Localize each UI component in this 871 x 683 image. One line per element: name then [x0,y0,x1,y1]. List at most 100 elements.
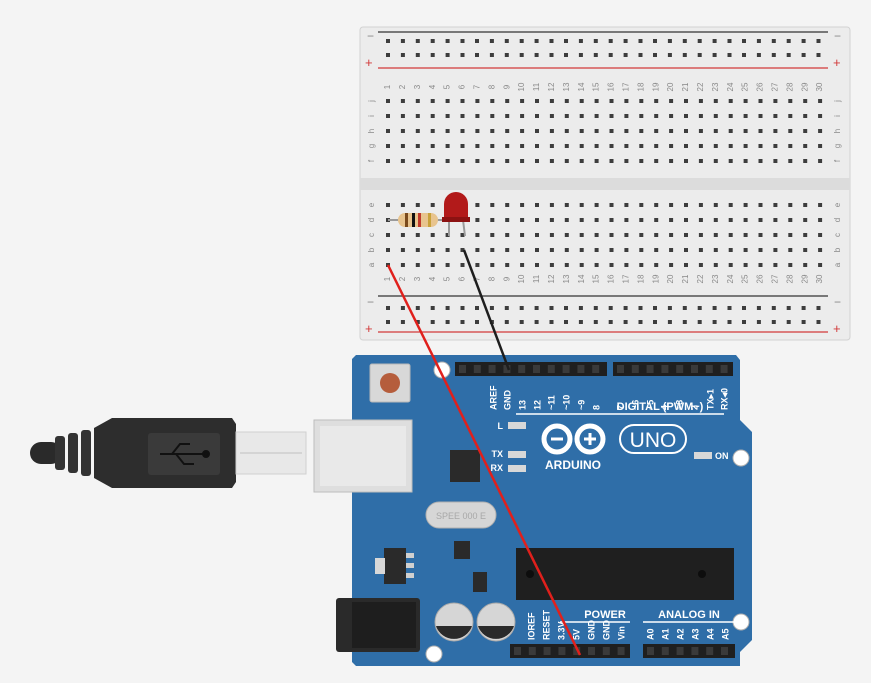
breadboard-hole[interactable] [818,203,823,207]
breadboard-hole[interactable] [535,263,539,267]
breadboard-hole[interactable] [713,203,718,207]
rail-hole[interactable] [475,39,479,43]
breadboard-hole[interactable] [549,144,554,148]
rail-hole[interactable] [415,39,420,43]
rail-hole[interactable] [519,39,524,43]
rail-hole[interactable] [608,320,613,324]
header-socket[interactable] [558,647,566,655]
breadboard-hole[interactable] [490,203,495,207]
rail-hole[interactable] [489,39,494,43]
rail-hole[interactable] [667,39,672,43]
breadboard-hole[interactable] [505,114,510,118]
breadboard-hole[interactable] [505,99,510,103]
rail-hole[interactable] [504,53,509,57]
breadboard-hole[interactable] [639,203,644,207]
header-socket[interactable] [647,647,654,655]
breadboard-hole[interactable] [535,144,539,148]
breadboard-hole[interactable] [728,218,733,222]
breadboard-hole[interactable] [505,144,510,148]
breadboard-hole[interactable] [549,99,554,103]
breadboard-hole[interactable] [564,248,569,252]
breadboard-hole[interactable] [594,159,599,163]
breadboard-hole[interactable] [490,248,495,252]
rail-hole[interactable] [816,306,821,310]
breadboard-hole[interactable] [818,114,823,118]
breadboard-hole[interactable] [386,203,390,207]
rail-hole[interactable] [771,320,776,324]
breadboard-hole[interactable] [460,99,465,103]
breadboard-hole[interactable] [579,218,584,222]
breadboard-hole[interactable] [400,248,405,252]
breadboard-hole[interactable] [460,159,465,163]
breadboard-hole[interactable] [579,233,584,237]
breadboard-hole[interactable] [639,263,644,267]
breadboard-hole[interactable] [549,114,554,118]
breadboard-hole[interactable] [579,248,584,252]
breadboard-hole[interactable] [386,114,390,118]
breadboard-hole[interactable] [818,129,823,133]
header-socket[interactable] [543,647,551,655]
breadboard-hole[interactable] [773,159,778,163]
breadboard-hole[interactable] [430,263,435,267]
breadboard-hole[interactable] [475,203,480,207]
breadboard-hole[interactable] [713,263,718,267]
reset-button[interactable] [380,373,400,393]
breadboard-hole[interactable] [684,233,688,237]
rail-hole[interactable] [578,306,583,310]
header-socket[interactable] [691,365,698,373]
rail-hole[interactable] [623,306,628,310]
rail-hole[interactable] [786,306,791,310]
breadboard-hole[interactable] [415,159,420,163]
rail-hole[interactable] [549,39,554,43]
rail-hole[interactable] [519,320,524,324]
breadboard-hole[interactable] [803,203,808,207]
breadboard-hole[interactable] [386,144,390,148]
breadboard-hole[interactable] [758,129,763,133]
resistor-icon[interactable] [388,213,446,227]
breadboard-hole[interactable] [520,203,525,207]
rail-hole[interactable] [489,53,494,57]
header-socket[interactable] [661,647,669,655]
breadboard-hole[interactable] [728,159,733,163]
rail-hole[interactable] [608,39,613,43]
breadboard-hole[interactable] [609,129,614,133]
breadboard-hole[interactable] [415,233,420,237]
rail-hole[interactable] [682,39,687,43]
breadboard-hole[interactable] [758,263,763,267]
breadboard-hole[interactable] [579,263,584,267]
rail-hole[interactable] [816,53,821,57]
breadboard-hole[interactable] [788,263,793,267]
breadboard-hole[interactable] [564,159,569,163]
rail-hole[interactable] [638,39,643,43]
breadboard-hole[interactable] [743,144,748,148]
rail-hole[interactable] [475,53,479,57]
rail-hole[interactable] [564,306,568,310]
breadboard-hole[interactable] [520,129,525,133]
header-socket[interactable] [547,365,555,373]
rail-hole[interactable] [593,39,598,43]
breadboard-hole[interactable] [400,99,405,103]
breadboard-hole[interactable] [698,218,703,222]
rail-hole[interactable] [653,320,657,324]
rail-hole[interactable] [786,320,791,324]
breadboard-hole[interactable] [669,144,674,148]
breadboard-hole[interactable] [684,248,688,252]
rail-hole[interactable] [608,306,613,310]
breadboard-hole[interactable] [520,233,525,237]
breadboard-hole[interactable] [773,99,778,103]
breadboard-hole[interactable] [520,218,525,222]
breadboard-hole[interactable] [698,263,703,267]
breadboard-hole[interactable] [624,114,629,118]
header-socket[interactable] [473,365,481,373]
breadboard-hole[interactable] [654,248,659,252]
rail-hole[interactable] [756,53,761,57]
breadboard-hole[interactable] [609,263,614,267]
breadboard-hole[interactable] [669,263,674,267]
rail-hole[interactable] [727,306,732,310]
header-socket[interactable] [602,647,610,655]
breadboard-hole[interactable] [475,263,480,267]
rail-hole[interactable] [801,320,806,324]
rail-hole[interactable] [682,320,687,324]
rail-hole[interactable] [682,306,687,310]
rail-hole[interactable] [697,53,702,57]
